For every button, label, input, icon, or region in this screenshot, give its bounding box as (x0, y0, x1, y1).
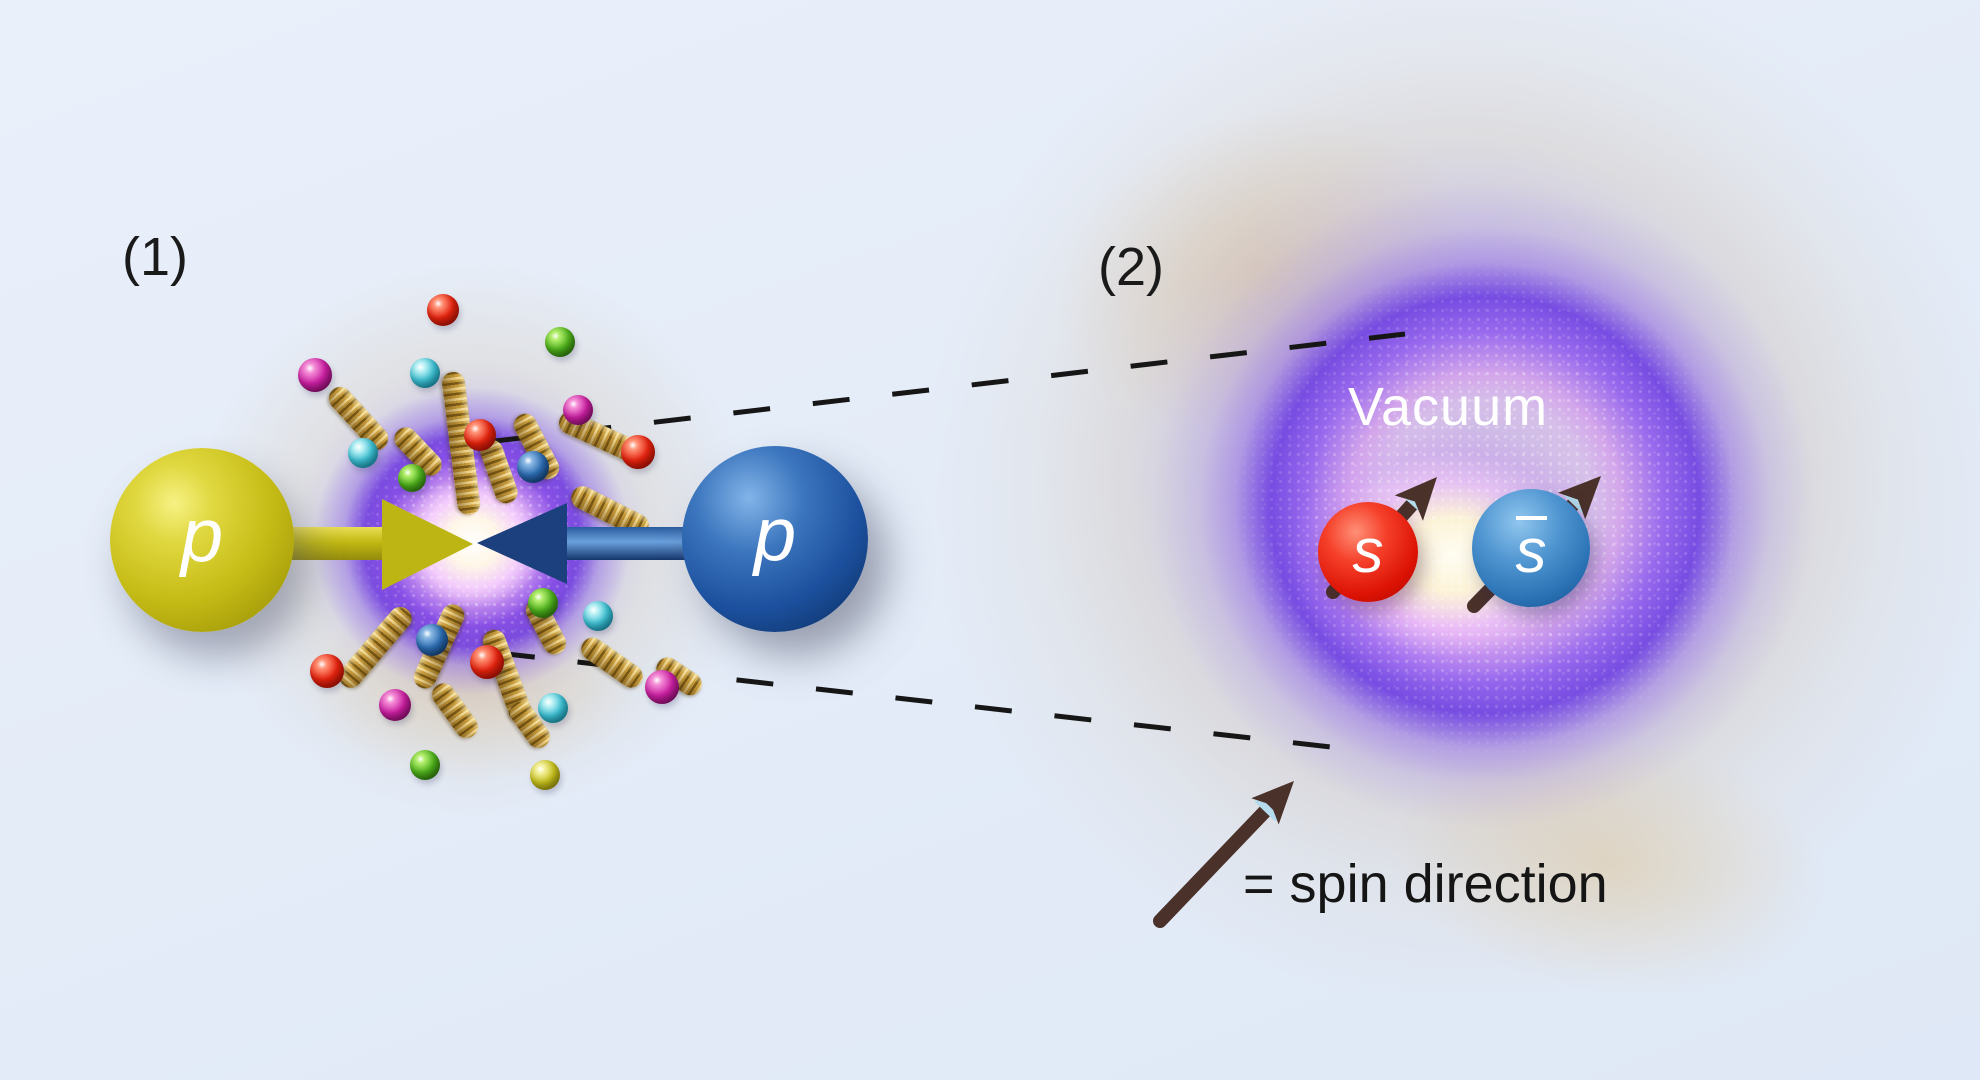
step-2-label: (2) (1098, 237, 1164, 297)
step-1-label: (1) (122, 227, 188, 287)
particle-green (545, 327, 575, 357)
particle-red (310, 654, 344, 688)
particle-cyan (538, 693, 568, 723)
particle-green (528, 588, 558, 618)
particle-red (621, 435, 655, 469)
particle-magenta (645, 670, 679, 704)
particle-yellow (530, 760, 560, 790)
anti-strange-quark-label: s (1515, 516, 1547, 587)
navy-beam-arrowhead (477, 503, 567, 584)
particle-blue (416, 624, 448, 656)
particle-red (427, 294, 459, 326)
particle-red (470, 645, 504, 679)
spin-arrowhead (1394, 477, 1437, 521)
particle-green (398, 464, 426, 492)
blue-proton: p (682, 446, 868, 632)
anti-strange-quark: s (1472, 489, 1590, 607)
particle-blue (517, 451, 549, 483)
navy-beam-shaft (564, 527, 700, 560)
spin-arrowhead (1558, 476, 1601, 520)
zoom-callout-dashed-line (497, 650, 1341, 751)
spin-direction-legend: = spin direction (1243, 854, 1608, 914)
particle-magenta (563, 395, 593, 425)
particle-cyan (583, 601, 613, 631)
particle-cyan (348, 438, 378, 468)
strange-quark-label: s (1352, 517, 1384, 586)
particle-magenta (298, 358, 332, 392)
particle-magenta (379, 689, 411, 721)
spin-direction-arrow (1153, 781, 1294, 928)
blue-proton-label: p (753, 492, 797, 577)
particle-cyan (410, 358, 440, 388)
yellow-beam-shaft (280, 527, 386, 560)
yellow-proton-label: p (180, 493, 224, 578)
strange-quark: s (1318, 502, 1418, 602)
particle-green (410, 750, 440, 780)
yellow-beam-arrowhead (382, 499, 473, 590)
spin-arrow-ring (1255, 797, 1280, 821)
yellow-proton: p (110, 448, 294, 632)
spin-arrowhead (1251, 781, 1294, 825)
particle-red (464, 419, 496, 451)
vacuum-label: Vacuum (1348, 377, 1549, 437)
